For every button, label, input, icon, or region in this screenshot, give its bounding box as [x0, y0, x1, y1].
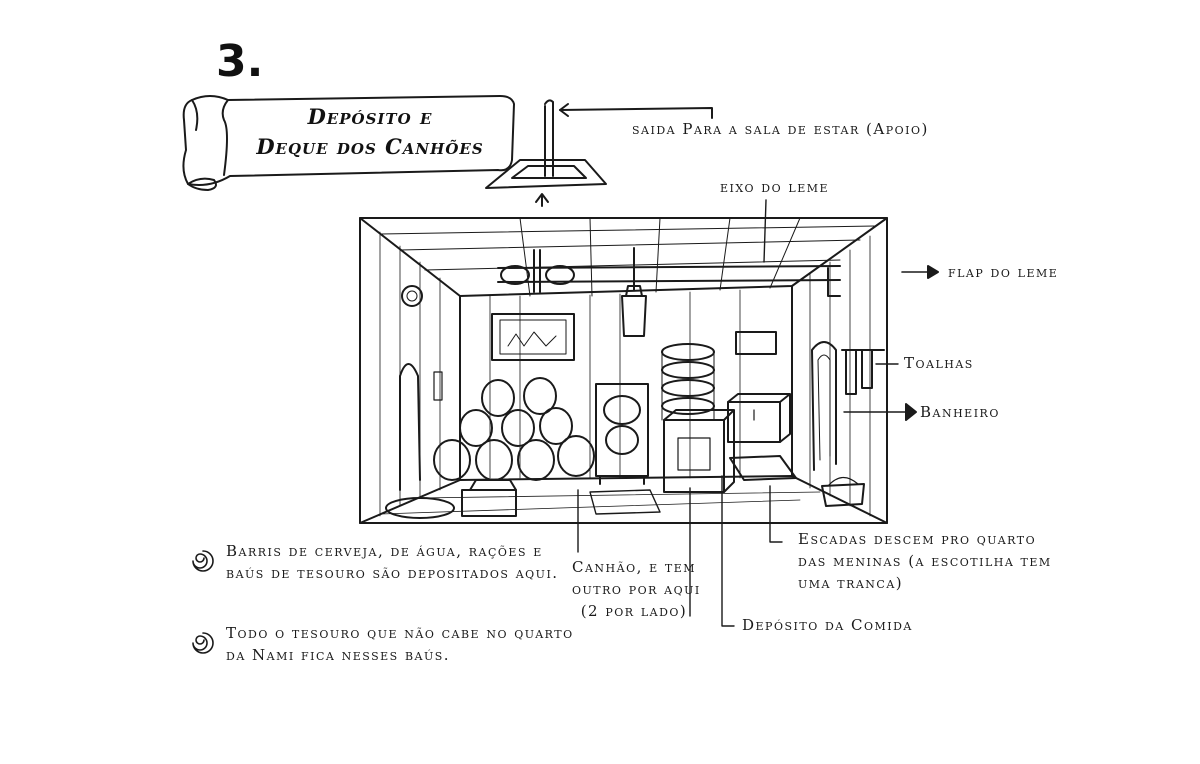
- stacked-rings: [661, 343, 715, 421]
- label-exit: saida Para a sala de estar (Apoio): [632, 120, 929, 138]
- food-crate: [663, 409, 735, 493]
- note-treasure: Todo o tesouro que não cabe no quarto da…: [226, 622, 574, 666]
- barrel-stack: [433, 377, 595, 481]
- spiral-bullet-icon: [192, 632, 214, 654]
- banner-title-line1: Depósito e: [307, 104, 433, 129]
- note-treasure-line2: da Nami fica nesses baús.: [226, 646, 451, 664]
- label-food-storage: Depósito da Comida: [742, 616, 913, 634]
- wall-painting: [491, 313, 575, 361]
- note-barrels-line1: Barris de cerveja, de água, rações e: [226, 542, 543, 560]
- label-cannon-line1: Canhão, e tem: [572, 558, 697, 576]
- label-stairs: Escadas descem pro quarto das meninas (a…: [798, 528, 1052, 594]
- banner-title: Depósito e Deque dos Canhões: [240, 102, 500, 162]
- label-stairs-line3: uma tranca): [798, 574, 904, 592]
- spiral-bullet-icon: [192, 550, 214, 572]
- label-cannon-line3: (2 por lado): [580, 602, 688, 620]
- label-cannon-line2: outro por aqui: [572, 580, 701, 598]
- rudder-axis-beam: [497, 249, 841, 297]
- treasure-chest: [727, 393, 791, 443]
- room-outline: [359, 217, 888, 524]
- hanging-lantern: [621, 247, 647, 337]
- note-barrels-line2: baús de tesouro são depositados aqui.: [226, 564, 559, 582]
- label-cannon: Canhão, e tem outro por aqui (2 por lado…: [572, 556, 701, 622]
- label-bathroom: Banheiro: [920, 403, 1000, 421]
- title-banner-scroll: [182, 95, 515, 191]
- banner-title-line2: Deque dos Canhões: [256, 134, 484, 159]
- note-treasure-line1: Todo o tesouro que não cabe no quarto: [226, 624, 574, 642]
- label-towels: Toalhas: [904, 354, 974, 372]
- label-rudder-axis: eixo do leme: [720, 178, 830, 196]
- note-barrels: Barris de cerveja, de água, rações e baú…: [226, 540, 559, 584]
- page-number: 3.: [216, 36, 264, 87]
- exit-hatch: [485, 99, 713, 207]
- label-rudder-flap: flap do leme: [948, 263, 1059, 281]
- label-stairs-line2: das meninas (a escotilha tem: [798, 552, 1052, 570]
- label-stairs-line1: Escadas descem pro quarto: [798, 530, 1037, 548]
- cannon: [595, 383, 649, 485]
- towels: [841, 349, 885, 395]
